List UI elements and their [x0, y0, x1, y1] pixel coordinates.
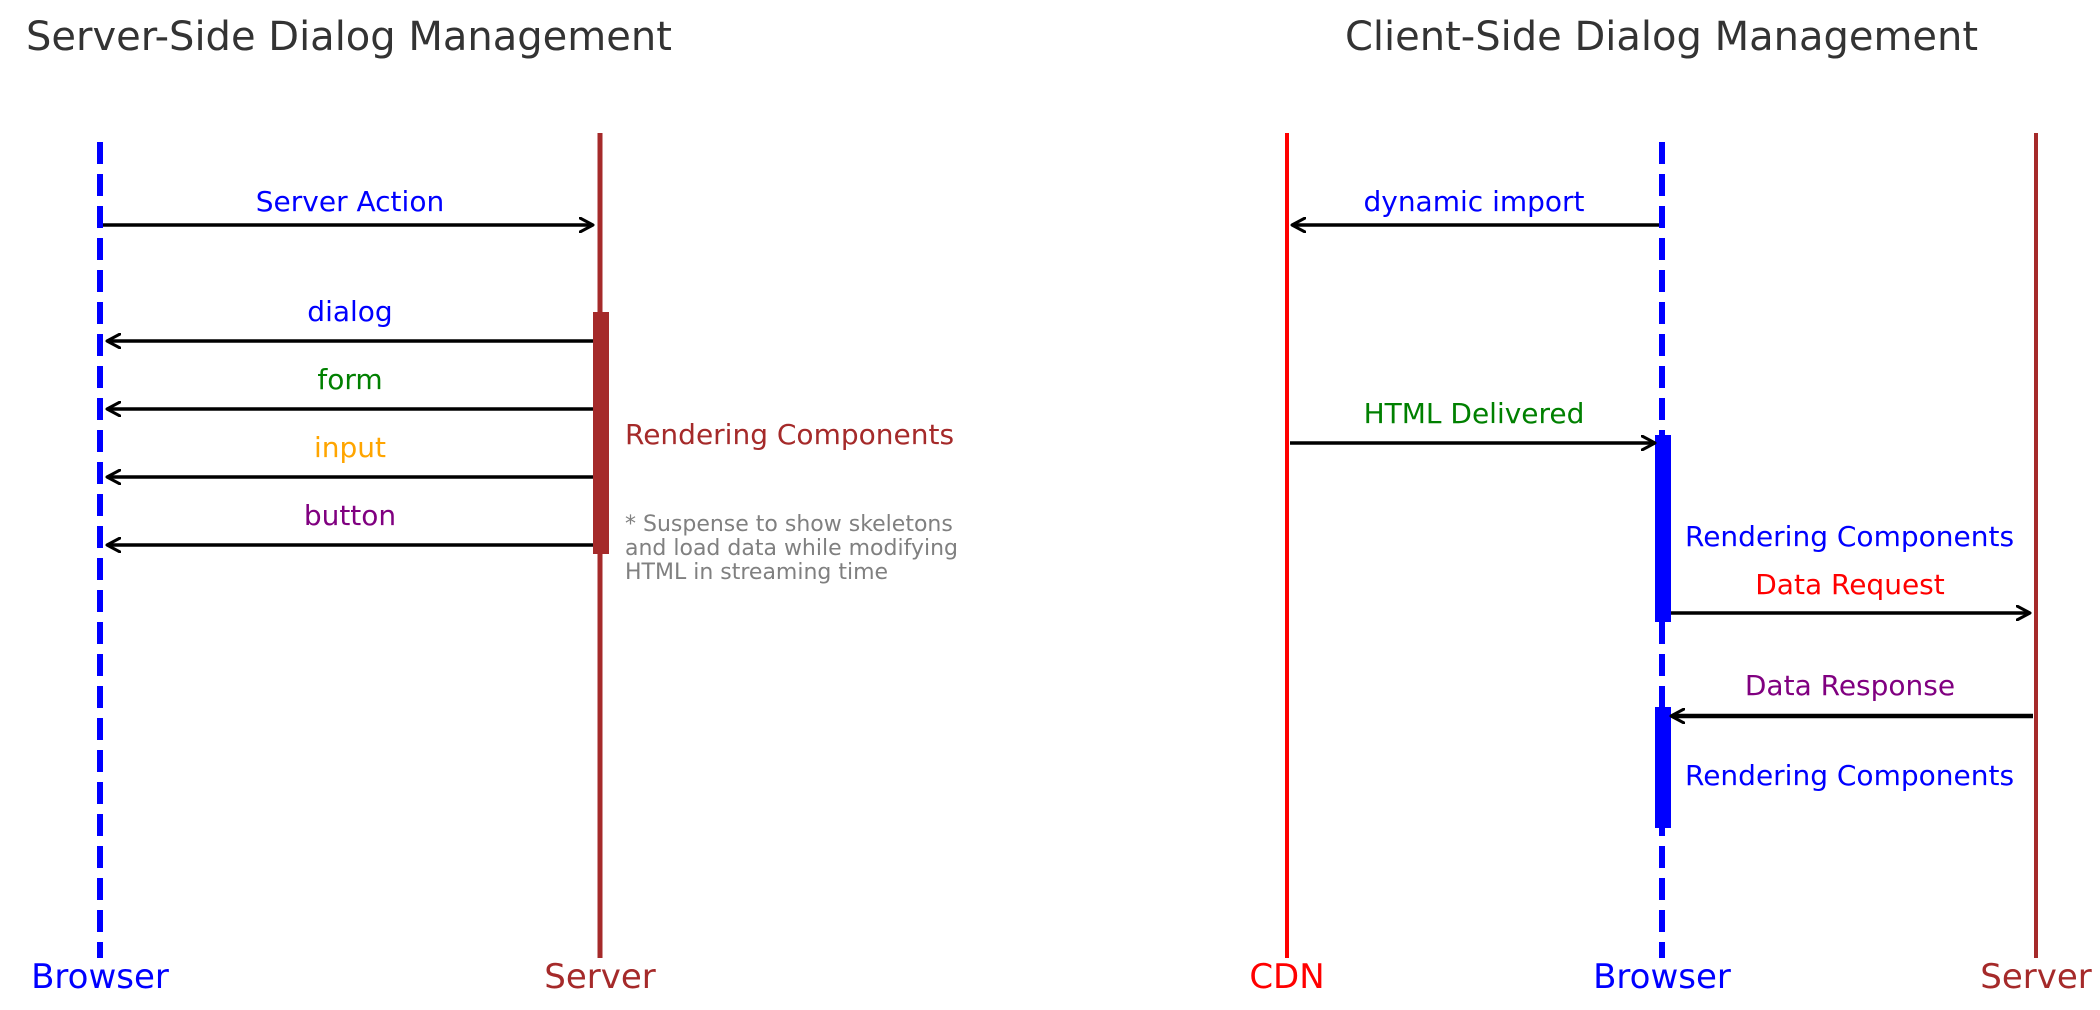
server-activation: [593, 312, 609, 554]
message-button-label: button: [304, 499, 396, 532]
browser-activation-1: [1655, 435, 1671, 622]
client-side-diagram: Client-Side Dialog Management Rendering …: [1249, 14, 2091, 997]
server-side-title: Server-Side Dialog Management: [26, 14, 672, 60]
message-input-label: input: [314, 431, 386, 464]
suspense-note-line-3: HTML in streaming time: [625, 560, 888, 585]
message-form-label: form: [317, 363, 382, 396]
message-dynamic-import-label: dynamic import: [1363, 185, 1584, 218]
browser-activation-2-label: Rendering Components: [1685, 759, 2014, 792]
message-data-response-label: Data Response: [1745, 669, 1955, 702]
message-data-request-label: Data Request: [1755, 568, 1945, 601]
browser-activation-2: [1655, 707, 1671, 828]
browser-lane-label: Browser: [31, 957, 169, 997]
client-server-lane-label: Server: [1980, 957, 2092, 997]
message-html-delivered-label: HTML Delivered: [1364, 397, 1585, 430]
server-lane-label: Server: [544, 957, 656, 997]
message-dialog-label: dialog: [307, 295, 392, 328]
suspense-note-line-2: and load data while modifying: [625, 536, 958, 561]
server-side-diagram: Server-Side Dialog Management Rendering …: [26, 14, 958, 997]
cdn-lane-label: CDN: [1249, 957, 1324, 997]
client-browser-lane-label: Browser: [1593, 957, 1731, 997]
message-server-action-label: Server Action: [256, 185, 444, 218]
browser-activation-1-label: Rendering Components: [1685, 520, 2014, 553]
client-side-title: Client-Side Dialog Management: [1345, 14, 1978, 60]
suspense-note-line-1: * Suspense to show skeletons: [625, 512, 953, 537]
server-activation-label: Rendering Components: [625, 418, 954, 451]
